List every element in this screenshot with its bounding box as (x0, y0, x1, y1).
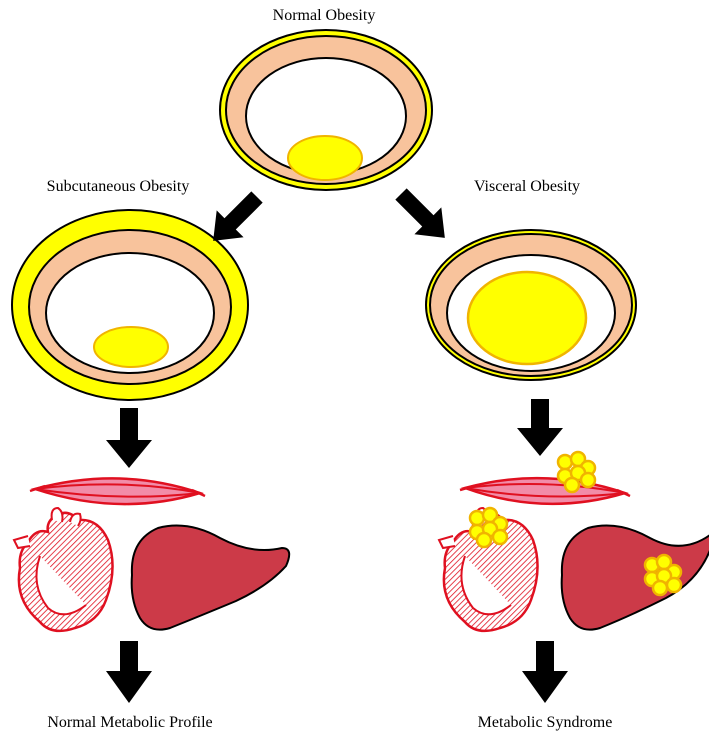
arrow-down-right-lower (522, 641, 568, 703)
liver-fatty (562, 526, 709, 630)
visceral-fat (288, 136, 362, 180)
label-metabolic-syndrome: Metabolic Syndrome (478, 714, 613, 732)
cross-section-normal (220, 30, 432, 190)
label-normal-metabolic-profile: Normal Metabolic Profile (47, 714, 212, 732)
muscle-fatty (460, 478, 630, 504)
cross-section-subcutaneous (12, 210, 248, 400)
muscle-healthy (30, 478, 205, 504)
arrow-down-left-upper (106, 408, 152, 468)
visceral-fat (468, 272, 586, 364)
label-normal-obesity: Normal Obesity (273, 7, 376, 25)
liver-healthy (132, 526, 290, 630)
heart-healthy (14, 508, 113, 631)
label-visceral-obesity: Visceral Obesity (474, 178, 580, 196)
arrow-to-visceral (388, 181, 459, 252)
cross-section-visceral (426, 230, 636, 380)
label-subcutaneous-obesity: Subcutaneous Obesity (47, 178, 190, 196)
arrow-down-right-upper (517, 399, 563, 456)
arrow-down-left-lower (106, 641, 152, 703)
visceral-fat (94, 327, 168, 367)
